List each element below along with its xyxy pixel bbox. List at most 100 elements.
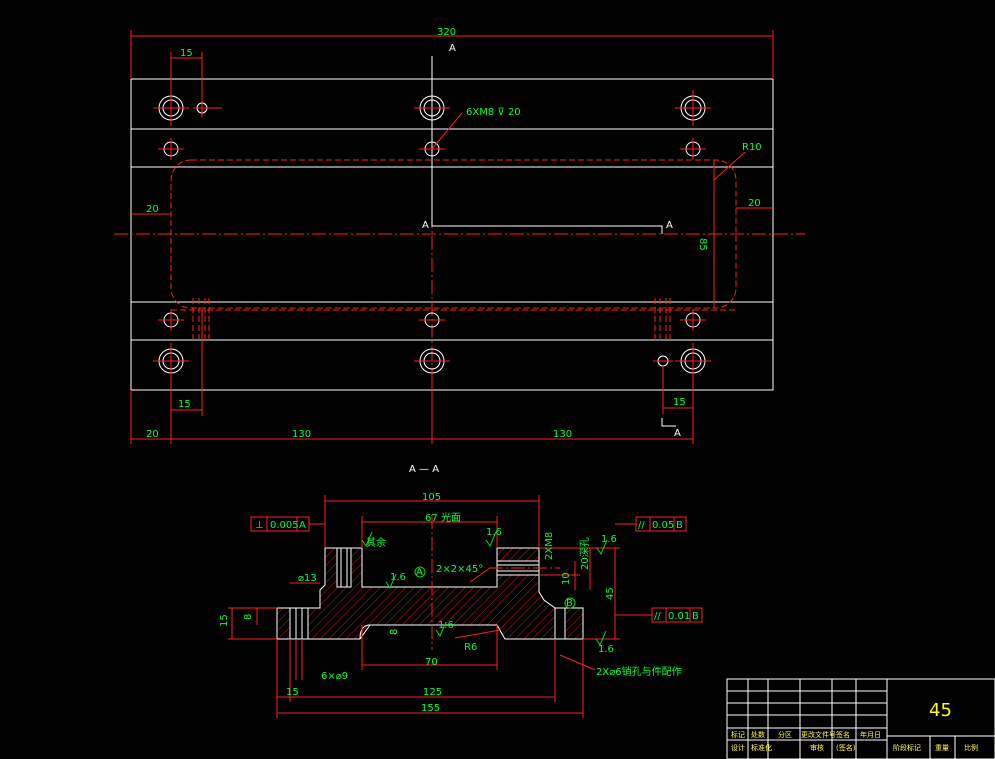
threaded-hole (158, 309, 184, 331)
note-pin-holes: 2X⌀6销孔与件配作 (596, 665, 682, 678)
svg-text:1.6: 1.6 (486, 527, 502, 538)
roughness-symbol: 1.6 (485, 527, 502, 548)
top-view: 320 15 20 20 85 R10 6XM8 ⊽ 20 15 15 20 1… (114, 27, 805, 444)
small-hole (653, 355, 673, 367)
hidden-pin (192, 298, 210, 340)
dim-overall-width: 320 (437, 27, 456, 38)
dim-bottom-right: 15 (673, 397, 686, 408)
hidden-pin (654, 298, 671, 340)
dim-right-margin: 20 (748, 198, 761, 209)
dim-slot-height: 85 (697, 238, 708, 251)
threaded-hole (419, 312, 445, 328)
tb-cell: 分区 (778, 730, 792, 739)
roughness-symbol: 1.6 (385, 572, 406, 590)
svg-text:其余: 其余 (366, 536, 386, 549)
counterbore-hole (675, 90, 711, 126)
tb-cell: 更改文件号 (801, 730, 836, 739)
svg-text://: // (654, 611, 661, 622)
dim-r6: R6 (464, 642, 477, 653)
section-title: A — A (409, 464, 439, 475)
tapped-hole-section (336, 547, 352, 588)
tb-cell: (签名) (836, 743, 856, 752)
tolerance-perpendicularity: ⊥ 0.005 A (250, 516, 325, 532)
section-mark: A (666, 220, 673, 231)
tb-cell: 标记 (731, 730, 745, 739)
section-view: A — A (219, 464, 703, 718)
dim-chamfer: 2×2×45° (436, 564, 483, 575)
datum-b: B (564, 597, 576, 609)
dim-top-width: 105 (422, 492, 441, 503)
threaded-hole (158, 138, 184, 160)
section-mark: A (449, 43, 456, 54)
dim-bottom-left: 15 (178, 399, 191, 410)
dim-left-edge: 20 (146, 429, 159, 440)
dim-thread: 2XM8 (544, 532, 555, 560)
dim-span-right: 130 (553, 429, 572, 440)
svg-text:B: B (566, 598, 573, 609)
svg-text:⊥: ⊥ (255, 520, 264, 531)
dim-hole-offset: 15 (180, 48, 193, 59)
dim-dia13: ⌀13 (298, 573, 317, 584)
tb-cell: 重量 (935, 744, 949, 752)
counterbore-hole (414, 95, 450, 121)
dim-left-margin: 20 (146, 204, 159, 215)
dim-left-8: 8 (243, 614, 254, 620)
section-dimensions (228, 495, 620, 718)
pin-section (554, 607, 566, 640)
threaded-hole (680, 309, 706, 331)
dim-inner-width: 67 (425, 513, 438, 524)
threaded-hole (680, 138, 706, 160)
datum-a: A (414, 566, 426, 578)
roughness-symbol: 1.6 (435, 620, 454, 638)
tb-cell: 阶段标记 (893, 743, 921, 752)
svg-text:A: A (416, 567, 423, 578)
dim-b155: 155 (421, 703, 440, 714)
roughness-symbol: 1.6 (596, 534, 617, 556)
svg-text:1.6: 1.6 (601, 534, 617, 545)
callout-thread: 6XM8 ⊽ 20 (466, 107, 521, 118)
section-mark: A (422, 220, 429, 231)
svg-text:1.6: 1.6 (438, 620, 454, 631)
tb-cell: 标准化 (751, 743, 772, 752)
tb-cell: 比例 (964, 743, 978, 752)
svg-text:0.01: 0.01 (668, 611, 690, 622)
svg-text:1.6: 1.6 (390, 572, 406, 583)
tb-cell: 审核 (810, 743, 824, 752)
dim-depth: 20深孔 (579, 537, 591, 570)
svg-text:B: B (676, 520, 683, 531)
tb-cell: 签名 (836, 730, 850, 739)
dim-b15: 15 (286, 687, 299, 698)
section-line-bottom (661, 418, 676, 427)
material-label: 45 (929, 700, 952, 721)
dim-bottom-70: 70 (425, 657, 438, 668)
callout-radius: R10 (742, 142, 762, 153)
dim-inner-8: 8 (389, 629, 400, 635)
svg-text:0.05: 0.05 (652, 520, 674, 531)
dim-left-15: 15 (219, 614, 230, 627)
tolerance-parallelism-2: // 0.01 B (615, 607, 703, 623)
svg-text://: // (638, 520, 645, 531)
dim-b125: 125 (423, 687, 442, 698)
svg-text:A: A (299, 520, 306, 531)
dim-inner-suffix: 光面 (441, 511, 461, 524)
svg-text:0.005: 0.005 (270, 520, 299, 531)
dim-h45: 45 (605, 587, 616, 600)
counterbore-hole (414, 348, 450, 374)
dim-span-left: 130 (292, 429, 311, 440)
dim-holes: 6×⌀9 (321, 671, 348, 682)
dimension-lines (130, 30, 774, 444)
section-line (431, 56, 663, 234)
tb-cell: 年月日 (860, 730, 881, 739)
tolerance-parallelism-1: // 0.05 B (615, 516, 687, 532)
roughness-symbol: 其余 (361, 531, 386, 549)
title-block: 45 标记 处数 分区 更改文件号 签名 年月日 设计 标准化 审核 (签名) … (726, 678, 995, 759)
small-hole (193, 99, 222, 117)
roughness-symbol: 1.6 (595, 630, 614, 655)
counterbore-section (289, 607, 309, 640)
svg-text:1.6: 1.6 (598, 644, 614, 655)
tb-cell: 设计 (731, 743, 745, 752)
svg-text:B: B (692, 611, 699, 622)
tb-cell: 处数 (751, 730, 765, 739)
dim-ten: 10 (561, 572, 572, 585)
